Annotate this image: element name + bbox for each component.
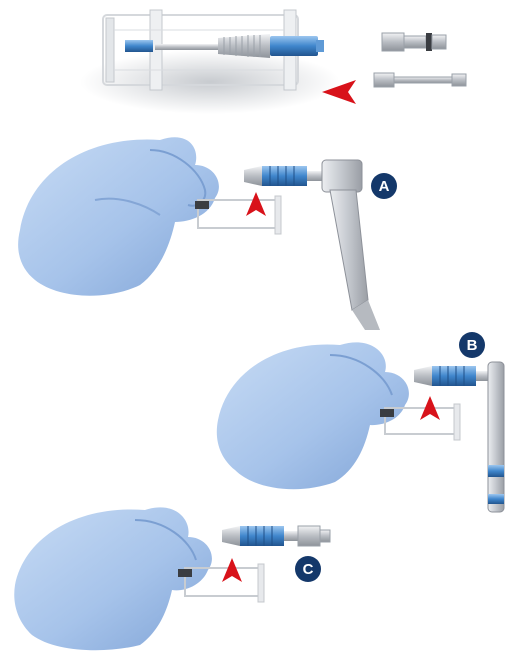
red-arrow-up-icon bbox=[246, 192, 266, 216]
step-b-implant bbox=[414, 366, 490, 386]
step-c-marker: C bbox=[295, 556, 321, 582]
step-c-label: C bbox=[303, 561, 314, 578]
step-c-implant bbox=[222, 526, 330, 546]
implant-package bbox=[80, 10, 340, 114]
step-b-marker: B bbox=[459, 332, 485, 358]
step-a-holder bbox=[195, 196, 281, 234]
step-c-hand bbox=[14, 507, 212, 650]
red-arrow-up-icon bbox=[222, 558, 242, 582]
driver-tool bbox=[374, 73, 466, 87]
step-a-marker: A bbox=[371, 173, 397, 199]
step-b-holder bbox=[380, 404, 460, 440]
step-a-implant bbox=[244, 166, 325, 186]
torque-wrench bbox=[488, 362, 504, 512]
step-a-label: A bbox=[379, 178, 390, 195]
step-a-hand bbox=[18, 137, 219, 295]
step-b-label: B bbox=[467, 337, 478, 354]
mount-adapter bbox=[382, 33, 446, 51]
